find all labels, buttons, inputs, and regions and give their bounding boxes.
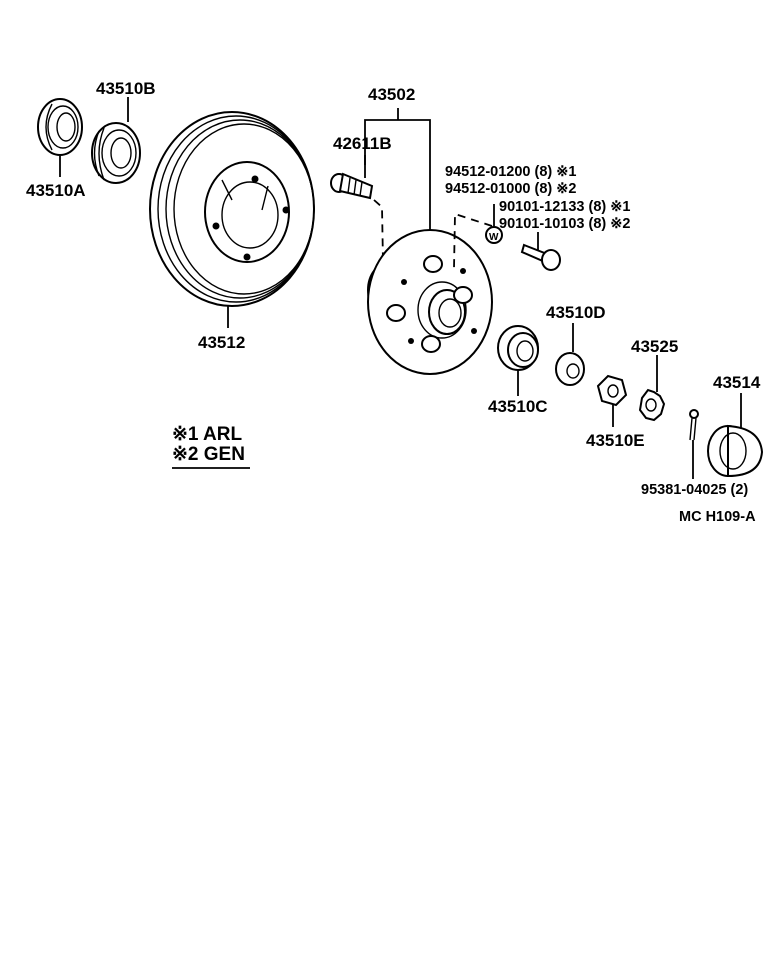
svg-text:W: W xyxy=(489,232,499,243)
label-43510C: 43510C xyxy=(488,397,548,416)
nut-43510E[interactable] xyxy=(596,374,628,407)
bearing-43510B[interactable] xyxy=(91,122,141,184)
label-43512: 43512 xyxy=(198,333,245,352)
bearing-43510C[interactable] xyxy=(497,325,539,371)
diagram-code: MC H109-A xyxy=(679,509,756,525)
washer-94512[interactable]: W xyxy=(485,226,503,244)
label-95381-04025: 95381-04025 (2) xyxy=(641,482,748,498)
grease-cap-43514[interactable] xyxy=(707,424,764,478)
washer-43510D[interactable] xyxy=(555,352,585,386)
label-42611B: 42611B xyxy=(333,134,392,153)
label-94512-01000: 94512-01000 (8) ※2 xyxy=(445,181,576,197)
label-43510E: 43510E xyxy=(586,431,645,450)
label-90101-10103: 90101-10103 (8) ※2 xyxy=(499,216,630,232)
label-94512-01200: 94512-01200 (8) ※1 xyxy=(445,164,576,180)
hub-43502[interactable] xyxy=(367,229,493,375)
cotter-pin-95381[interactable] xyxy=(689,409,699,441)
label-43510A: 43510A xyxy=(26,181,86,200)
label-43502: 43502 xyxy=(368,85,415,104)
label-90101-12133: 90101-12133 (8) ※1 xyxy=(499,199,630,215)
bolt-90101[interactable] xyxy=(520,243,561,271)
hub-bolt-42611B[interactable] xyxy=(330,172,374,200)
label-43510D: 43510D xyxy=(546,303,606,322)
label-43510B: 43510B xyxy=(96,79,156,98)
oil-seal-43510A[interactable] xyxy=(37,98,83,156)
lock-cap-43525[interactable] xyxy=(638,388,666,422)
legend-note-2: ※2 GEN xyxy=(172,444,245,465)
label-43525: 43525 xyxy=(631,337,678,356)
brake-disc-43512[interactable] xyxy=(149,111,315,307)
label-43514: 43514 xyxy=(713,373,761,392)
legend-note-1: ※1 ARL xyxy=(172,424,243,445)
